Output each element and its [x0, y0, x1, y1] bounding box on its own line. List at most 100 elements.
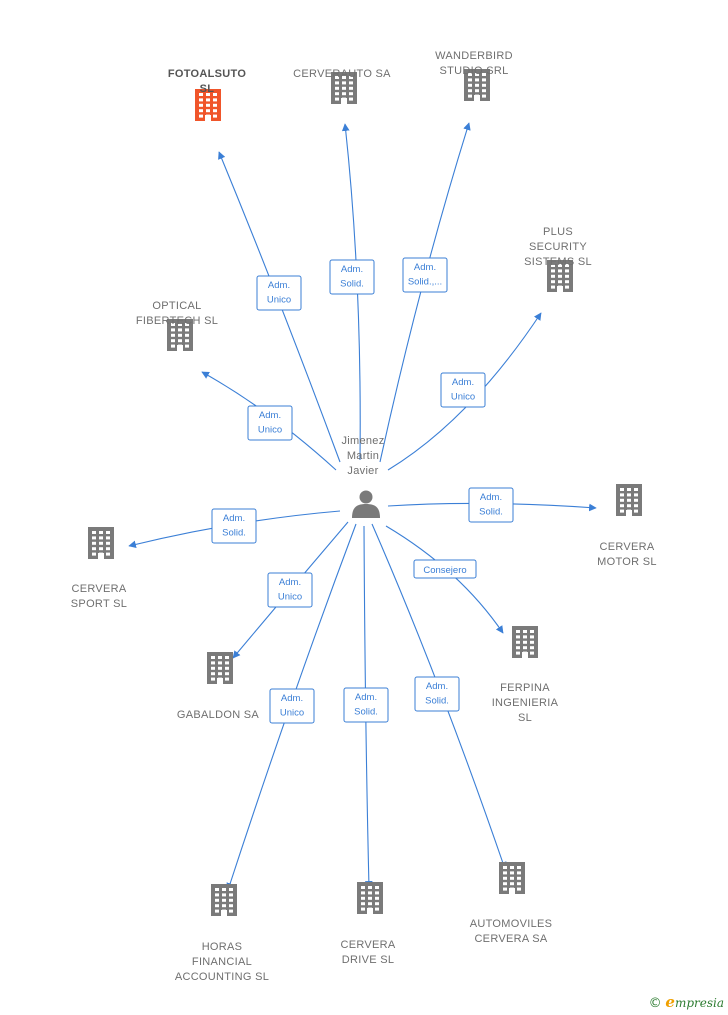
company-name: WANDERBIRD [435, 50, 513, 62]
relation-label-gabaldon[interactable]: Adm.Unico [267, 572, 313, 608]
company-name: CERVERAUTO SA [293, 68, 391, 80]
relation-text: Adm. [279, 577, 301, 588]
company-node-cerverauto[interactable]: CERVERAUTO SA [293, 68, 391, 104]
company-name: HORAS [202, 941, 243, 953]
relation-text: Adm. [341, 264, 363, 275]
relation-label-fotoalsuto[interactable]: Adm. Unico [256, 275, 302, 311]
relation-label-wanderbird[interactable]: Adm.Solid.,... [402, 257, 448, 293]
relation-box [269, 688, 315, 724]
company-node-cervera-sport[interactable]: CERVERA SPORT SL [71, 527, 127, 610]
relation-label-automoviles[interactable]: Adm. Solid. [414, 676, 460, 712]
company-name: MOTOR SL [597, 556, 657, 568]
relation-text: Adm. [480, 492, 502, 503]
relation-box [440, 372, 486, 408]
relation-text: Consejero [423, 565, 466, 576]
company-name: DRIVE SL [342, 954, 395, 966]
company-node-plus-security[interactable]: PLUS SECURITY SISTEMS SL [524, 226, 592, 292]
company-name: FOTOALSUTO [168, 68, 247, 80]
relation-text: Solid. [340, 279, 364, 290]
relation-box [414, 676, 460, 712]
building-icon[interactable] [357, 882, 383, 914]
relation-text: Unico [280, 708, 304, 719]
company-name: AUTOMOVILES [470, 918, 553, 930]
company-name: SPORT SL [71, 598, 127, 610]
relation-text: Adm. [223, 513, 245, 524]
relation-label-ferpina[interactable]: Consejero [413, 559, 477, 579]
company-node-gabaldon[interactable]: GABALDON SA [177, 652, 260, 721]
relation-text: Adm. [281, 693, 303, 704]
empresia-watermark[interactable]: © empresia [649, 993, 724, 1011]
company-name: SISTEMS SL [524, 256, 592, 268]
relation-text: Adm. [355, 692, 377, 703]
relation-label-optical[interactable]: Adm. Unico [247, 405, 293, 441]
person-name: Javier [347, 465, 378, 477]
building-icon[interactable] [512, 626, 538, 658]
company-name: SL [200, 83, 215, 95]
relation-text: Solid. [425, 696, 449, 707]
company-node-cervera-drive[interactable]: CERVERA DRIVE SL [340, 882, 396, 966]
relation-text: Unico [267, 295, 291, 306]
relation-label-cerverauto[interactable]: Adm. Solid. [329, 259, 375, 295]
relation-box [256, 275, 302, 311]
relation-label-horas[interactable]: Adm. Unico [269, 688, 315, 724]
company-name: FERPINA [500, 682, 550, 694]
building-icon[interactable] [616, 484, 642, 516]
relation-box [402, 257, 448, 293]
company-node-wanderbird[interactable]: WANDERBIRD STUDIO SRL [435, 50, 513, 101]
relation-box [247, 405, 293, 441]
company-name: PLUS [543, 226, 573, 238]
company-name: INGENIERIA [492, 697, 559, 709]
relation-label-cervera-sport[interactable]: Adm. Solid. [211, 508, 257, 544]
relation-box [468, 487, 514, 523]
relation-text: Solid. [222, 528, 246, 539]
relation-box [211, 508, 257, 544]
building-icon[interactable] [547, 260, 573, 292]
company-name: ACCOUNTING SL [175, 971, 269, 983]
building-icon[interactable] [499, 862, 525, 894]
relation-label-cervera-drive[interactable]: Adm.Solid. [343, 687, 389, 723]
company-name: GABALDON SA [177, 709, 260, 721]
building-icon[interactable] [167, 319, 193, 351]
relation-text: Adm. [259, 410, 281, 421]
building-icon[interactable] [88, 527, 114, 559]
relation-box [267, 572, 313, 608]
building-icon[interactable] [211, 884, 237, 916]
company-name: SECURITY [529, 241, 587, 253]
company-name: SL [518, 712, 532, 724]
person-icon[interactable] [352, 490, 380, 519]
company-node-cervera-motor[interactable]: CERVERA MOTOR SL [597, 484, 657, 568]
building-icon[interactable] [464, 69, 490, 101]
relation-labels-layer: Adm.UnicoAdm.Solid.Adm.Solid.,...Adm.Uni… [211, 257, 514, 724]
person-name: Martin [347, 450, 379, 462]
company-name: STUDIO SRL [439, 65, 508, 77]
edge-to-ferpina [385, 525, 504, 634]
relation-box [343, 687, 389, 723]
relation-box [329, 259, 375, 295]
relation-label-cervera-motor[interactable]: Adm.Solid. [468, 487, 514, 523]
company-name: OPTICAL [152, 300, 201, 312]
company-node-fotoalsuto[interactable]: FOTOALSUTO SL [168, 68, 247, 121]
building-icon[interactable] [195, 89, 221, 121]
company-name: CERVERA [599, 541, 654, 553]
building-icon[interactable] [207, 652, 233, 684]
company-name: FIBERTECH SL [136, 315, 218, 327]
building-icon[interactable] [331, 72, 357, 104]
relation-text: Adm. [426, 681, 448, 692]
relation-text: Unico [258, 425, 282, 436]
empresia-logo-initial: e [665, 993, 675, 1011]
relation-text: Solid.,... [408, 277, 442, 288]
company-name: CERVERA [71, 583, 126, 595]
relation-label-plus-security[interactable]: Adm.Unico [440, 372, 486, 408]
company-node-optical[interactable]: OPTICAL FIBERTECH SL [136, 300, 218, 351]
company-name: CERVERA [340, 939, 395, 951]
company-node-automoviles[interactable]: AUTOMOVILES CERVERA SA [470, 862, 553, 945]
nodes-layer: FOTOALSUTO SL CERVERAUTO SA WANDERBIRD STUDI… [71, 50, 657, 983]
relation-box [413, 559, 477, 579]
company-node-ferpina[interactable]: FERPINA INGENIERIA SL [492, 626, 559, 724]
empresia-logo-text: mpresia [674, 996, 724, 1010]
copyright-symbol: © [648, 996, 662, 1011]
relation-text: Adm. [268, 280, 290, 291]
company-name: CERVERA SA [474, 933, 547, 945]
